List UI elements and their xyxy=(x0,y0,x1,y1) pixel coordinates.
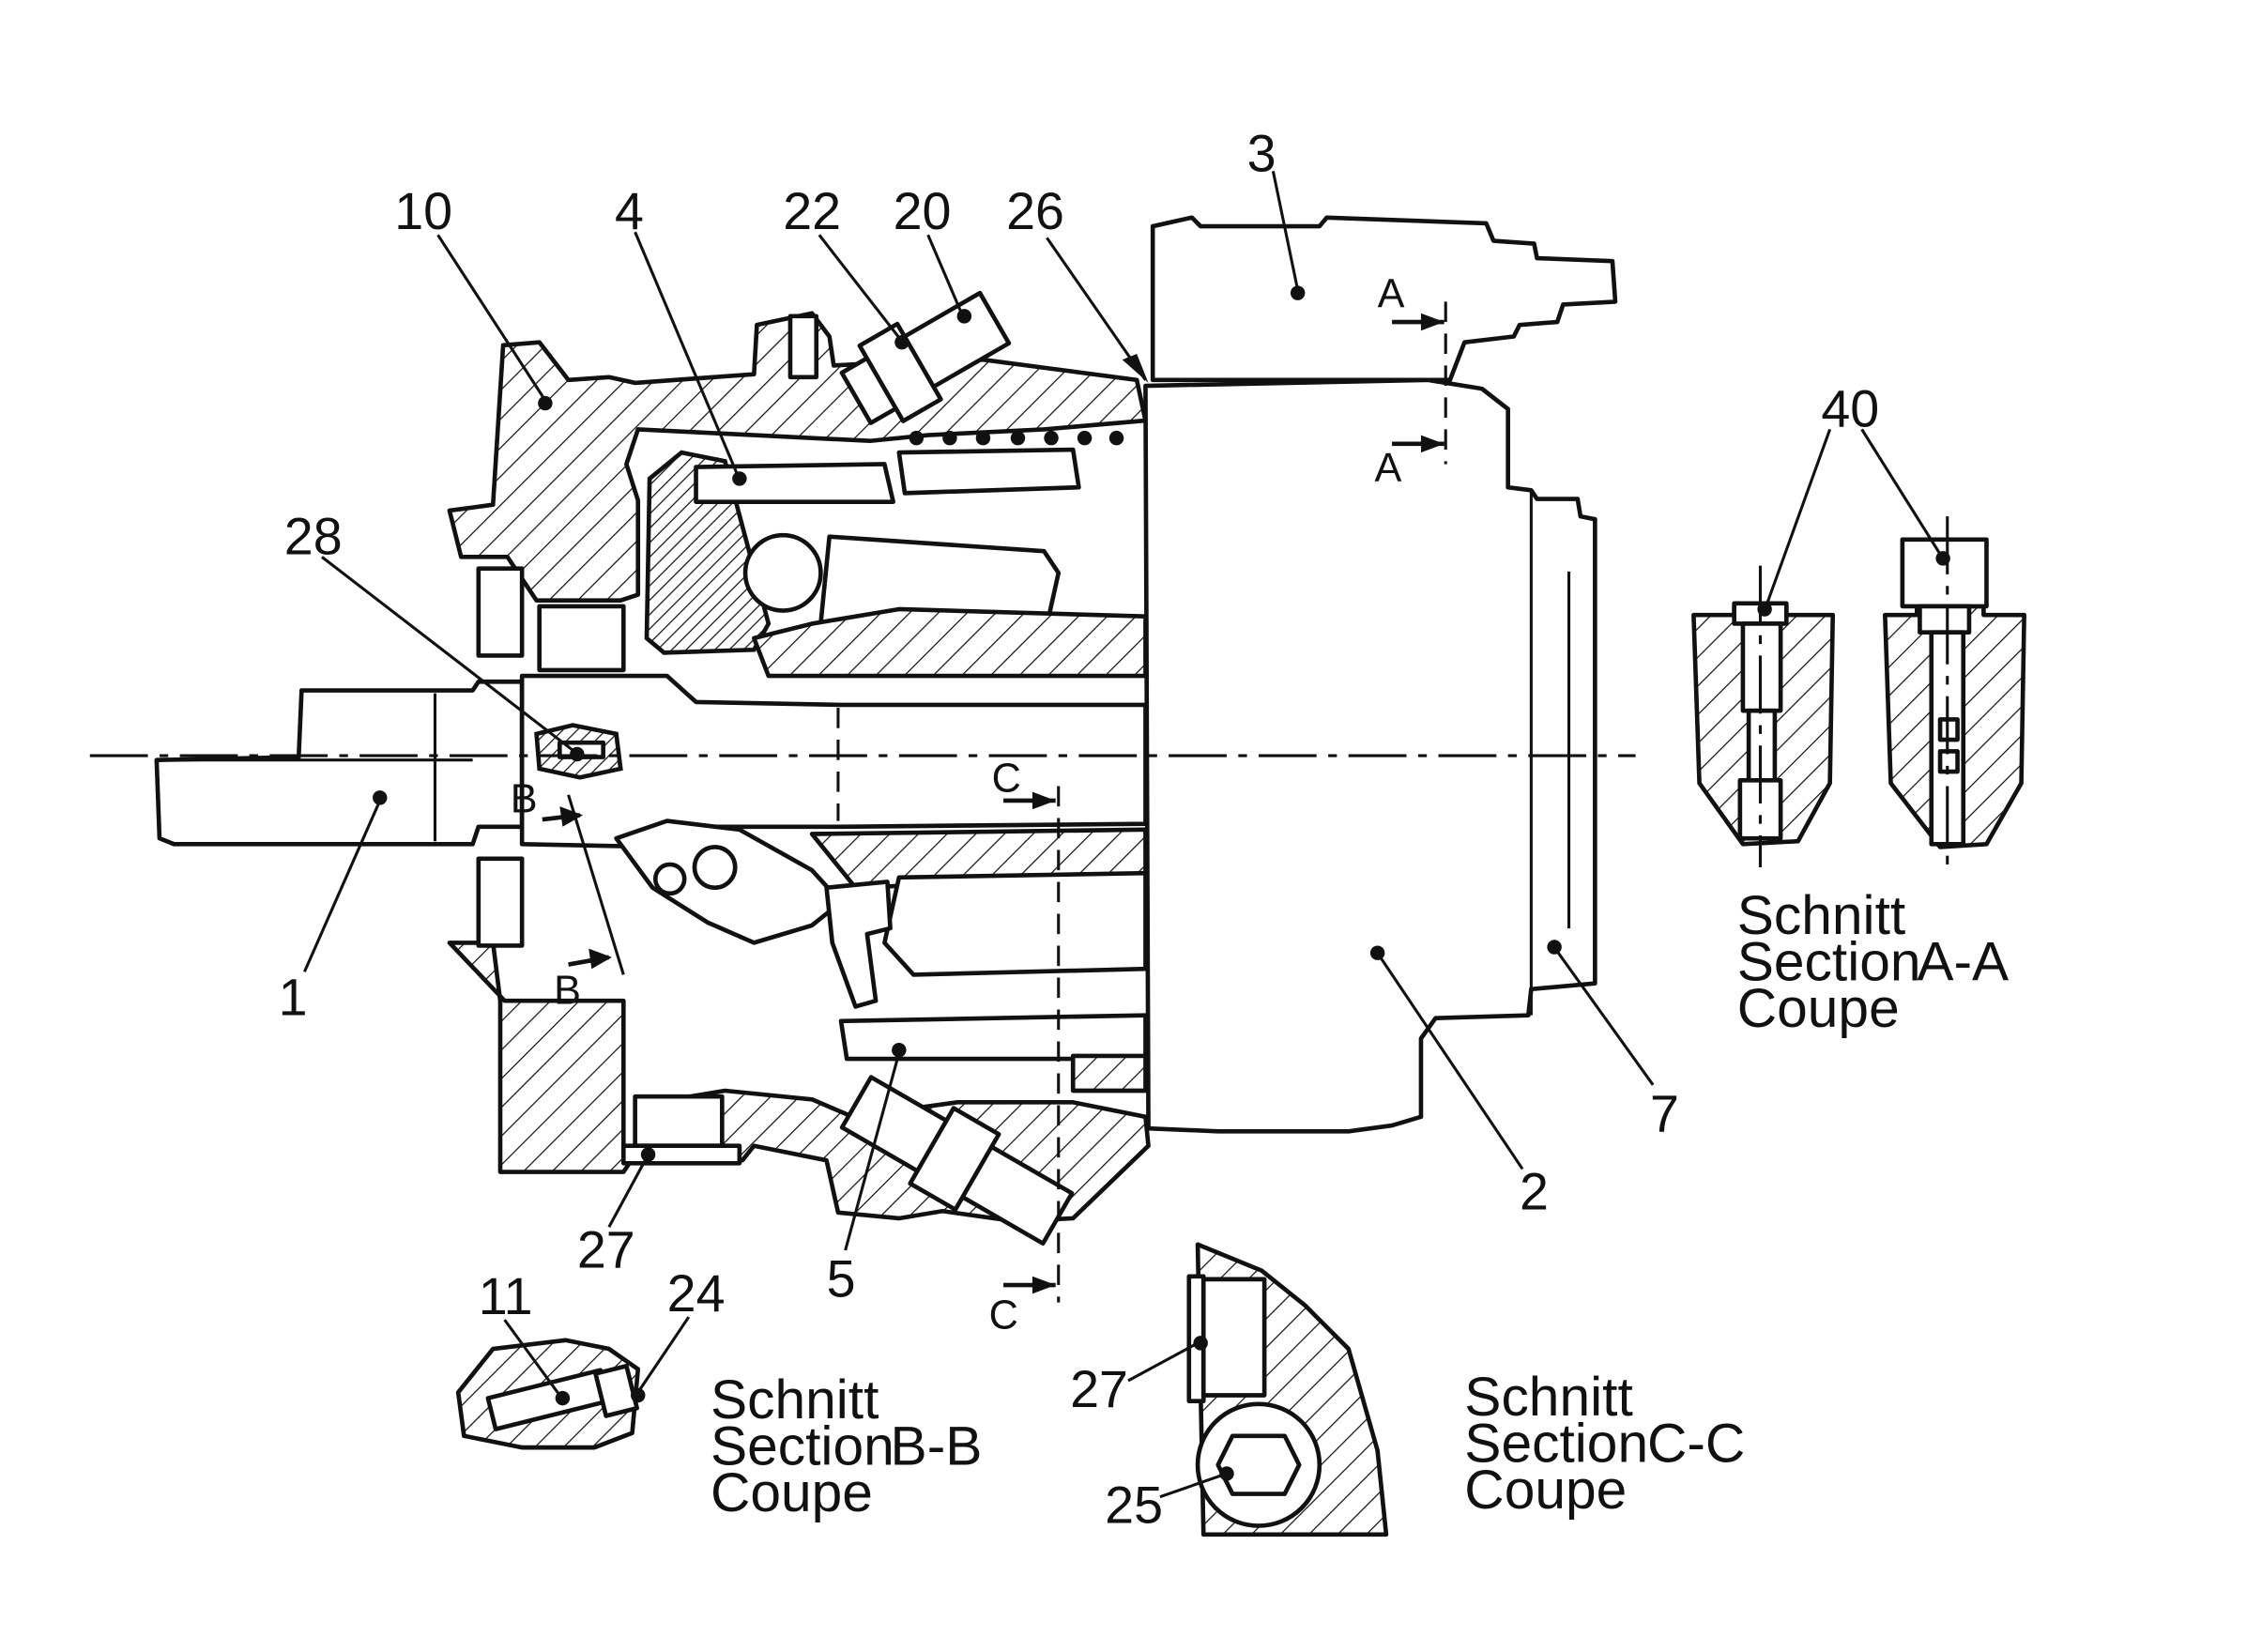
section-c-label-top: C xyxy=(992,757,1021,802)
roller-bearing xyxy=(537,604,626,673)
piston-lower xyxy=(882,870,1148,977)
spring-coils xyxy=(909,430,1124,446)
callout-11: 11 xyxy=(479,1267,533,1325)
top-screw xyxy=(787,314,819,380)
detail-section-b-b xyxy=(455,1338,641,1450)
pivot-pin-2 xyxy=(692,845,738,890)
caption-section-c-c: Schnitt Section Coupe C-C xyxy=(1464,1367,1745,1521)
piston-ball-upper xyxy=(742,532,823,613)
callout-3: 3 xyxy=(1247,124,1276,182)
section-a-label-top: A xyxy=(1378,272,1405,317)
caption-bb-id: B-B xyxy=(891,1416,983,1477)
section-b-label-bottom: B xyxy=(554,968,581,1013)
callout-27: 27 xyxy=(577,1221,635,1279)
caption-cc-id: C-C xyxy=(1647,1414,1745,1475)
port-plug-27 xyxy=(633,1094,725,1149)
pivot-pin xyxy=(652,862,687,896)
callout-10: 10 xyxy=(394,182,452,240)
caption-section-b-b: Schnitt Section Coupe B-B xyxy=(711,1369,982,1523)
section-b-label-top: B xyxy=(511,776,538,821)
plug-20 xyxy=(839,290,1012,425)
guide-rod-lower xyxy=(838,1013,1148,1062)
section-b-marker: B B xyxy=(511,776,625,1013)
callout-1: 1 xyxy=(279,969,308,1027)
callout-25: 25 xyxy=(1105,1476,1163,1534)
section-c-label-bottom: C xyxy=(989,1293,1018,1338)
shaft-bearing-bottom xyxy=(476,856,525,948)
caption-aa-schnitt: Schnitt xyxy=(1737,885,1905,946)
caption-aa-coupe: Coupe xyxy=(1737,978,1900,1039)
section-a-label-bottom: A xyxy=(1375,446,1402,491)
spring-guide xyxy=(896,447,1081,496)
lower-ring-block xyxy=(1070,1053,1148,1094)
guide-rod-upper xyxy=(694,462,895,504)
caption-bb-coupe: Coupe xyxy=(711,1462,873,1523)
shaft-bearing-top xyxy=(476,566,525,658)
callout-7: 7 xyxy=(1650,1084,1679,1142)
callout-numbers: 1 2 3 4 5 7 10 11 20 22 24 25 26 27 27 2… xyxy=(279,124,1880,1534)
detail-section-c-c xyxy=(1186,1242,1389,1537)
section-a-marker: A A xyxy=(1375,272,1447,491)
callout-20: 20 xyxy=(894,182,952,240)
cylinder-shaft xyxy=(519,673,1148,849)
main-section-view xyxy=(89,215,1636,1247)
rear-cover-upper xyxy=(1150,215,1618,383)
callout-24: 24 xyxy=(667,1264,726,1323)
drive-shaft xyxy=(154,679,525,847)
detail-section-a-a xyxy=(1691,516,2026,868)
caption-aa-id: A-A xyxy=(1917,932,2010,993)
callout-40: 40 xyxy=(1821,379,1879,437)
cylinder-block-upper xyxy=(752,606,1148,679)
caption-cc-coupe: Coupe xyxy=(1464,1460,1627,1521)
caption-aa-section: Section xyxy=(1737,932,1921,993)
callout-5: 5 xyxy=(827,1249,856,1308)
section-c-marker: C C xyxy=(989,757,1061,1338)
callout-26: 26 xyxy=(1006,182,1064,240)
callout-2: 2 xyxy=(1520,1163,1549,1221)
callout-4: 4 xyxy=(615,182,644,240)
caption-bb-section: Section xyxy=(711,1416,894,1477)
caption-cc-section: Section xyxy=(1464,1414,1648,1475)
caption-cc-schnitt: Schnitt xyxy=(1464,1367,1632,1428)
front-housing xyxy=(447,311,1148,604)
caption-bb-schnitt: Schnitt xyxy=(711,1369,879,1430)
callout-leaders xyxy=(303,171,1950,1499)
callout-27-detail: 27 xyxy=(1070,1360,1128,1418)
callout-28: 28 xyxy=(284,507,343,565)
shoe-lower xyxy=(824,880,893,1009)
callout-22: 22 xyxy=(783,182,841,240)
caption-section-a-a: Schnitt Section Coupe A-A xyxy=(1737,885,2010,1039)
